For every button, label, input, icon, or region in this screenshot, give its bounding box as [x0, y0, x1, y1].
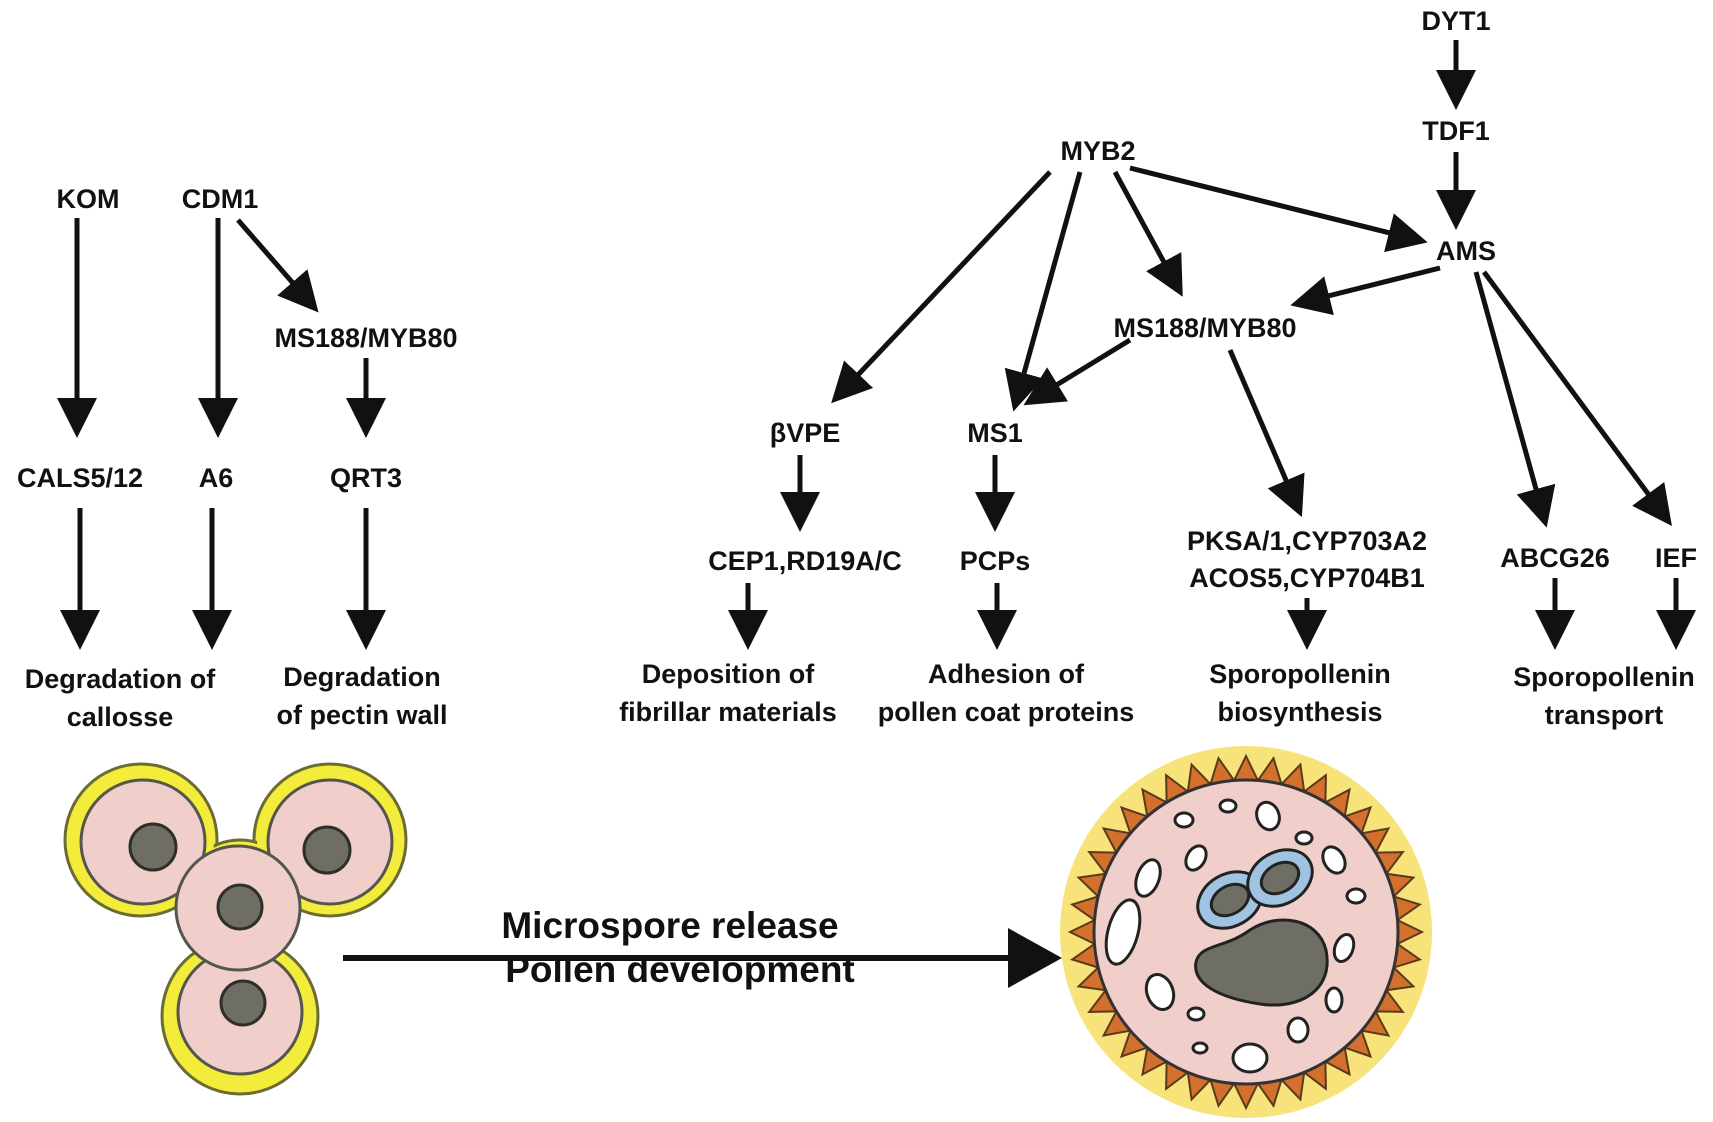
edge-myb2-bvpe [831, 170, 1052, 404]
process-label-line1: Microspore release [501, 905, 838, 946]
node-kom: KOM [57, 184, 120, 214]
outcome-biosyn-line2: biosynthesis [1217, 697, 1382, 727]
outcome-fibrillar-line1: Deposition of [642, 659, 815, 689]
node-cep1: CEP1,RD19A/C [708, 546, 902, 576]
node-bvpe: βVPE [770, 418, 841, 448]
node-myb2: MYB2 [1060, 136, 1135, 166]
node-pcps: PCPs [960, 546, 1031, 576]
node-abcg26: ABCG26 [1500, 543, 1610, 573]
tetrad-illustration [63, 762, 408, 1096]
edge-myb2-ms1 [1004, 171, 1083, 412]
outcome-pectin-line2: of pectin wall [276, 700, 447, 730]
outcome-fibrillar-line2: fibrillar materials [619, 697, 837, 727]
pollen-sperm-cells [1196, 848, 1314, 930]
node-ams: AMS [1436, 236, 1496, 266]
pollen-vacuoles [1104, 798, 1367, 1074]
outcome-pectin-line1: Degradation [283, 662, 441, 692]
outcome-transport-line1: Sporopollenin [1513, 662, 1695, 692]
edge-ms188-pksa [1227, 349, 1305, 518]
edge-ams-abcg26 [1473, 271, 1556, 528]
left-pathway: KOM CDM1 MS188/MYB80 CALS5/12 A6 QRT3 De… [17, 184, 458, 732]
node-ms188-left: MS188/MYB80 [274, 323, 457, 353]
right-pathway: DYT1 TDF1 MYB2 AMS MS188/MYB80 βVPE MS1 … [619, 6, 1697, 730]
node-qrt3: QRT3 [330, 463, 402, 493]
outcome-biosyn-line1: Sporopollenin [1209, 659, 1391, 689]
node-pksa-line2: ACOS5,CYP704B1 [1189, 563, 1425, 593]
node-cals: CALS5/12 [17, 463, 143, 493]
outcome-callose-line2: callosse [67, 702, 174, 732]
node-ms188-right: MS188/MYB80 [1113, 313, 1296, 343]
pollen-vegetative-nucleus [1194, 918, 1329, 1007]
process-arrow: Microspore release Pollen development [343, 905, 1062, 990]
outcome-pcp-line1: Adhesion of [928, 659, 1085, 689]
tetrad-nucleus [216, 883, 264, 931]
edge-myb2-ms188 [1112, 170, 1183, 297]
edge-ms188-ms1 [1023, 337, 1132, 406]
node-cdm1: CDM1 [182, 184, 259, 214]
node-a6: A6 [199, 463, 234, 493]
pollen-grain-illustration [1060, 746, 1432, 1118]
edge-cdm1-ms188 [236, 218, 319, 313]
tetrad-nucleus [219, 979, 267, 1027]
node-dyt1: DYT1 [1421, 6, 1490, 36]
outcome-pcp-line2: pollen coat proteins [878, 697, 1135, 727]
node-tdf1: TDF1 [1422, 116, 1490, 146]
process-label-line2: Pollen development [505, 949, 855, 990]
edge-myb2-ams [1129, 165, 1428, 253]
node-pksa-line1: PKSA/1,CYP703A2 [1187, 526, 1427, 556]
process-arrowhead [1008, 928, 1062, 988]
tetrad-nucleus [128, 822, 178, 872]
tetrad-nucleus [302, 825, 352, 875]
edge-ams-ief [1481, 270, 1672, 527]
node-ief: IEF [1655, 543, 1697, 573]
node-ms1: MS1 [967, 418, 1023, 448]
outcome-callose-line1: Degradation of [25, 664, 217, 694]
outcome-transport-line2: transport [1545, 700, 1664, 730]
edge-ams-ms188 [1290, 265, 1441, 316]
